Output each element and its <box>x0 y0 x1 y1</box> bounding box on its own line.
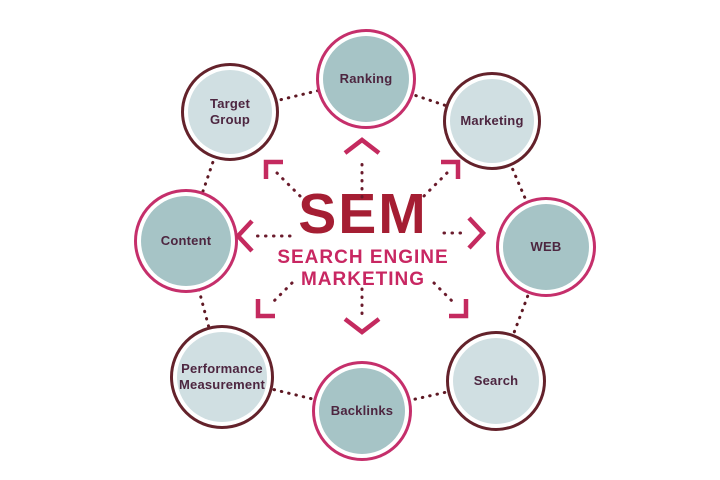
node-content-label: Content <box>161 233 212 249</box>
node-performance-fill <box>177 332 267 422</box>
node-performance-label-line1: Performance <box>181 360 263 376</box>
arrow-down-right-icon <box>432 281 469 319</box>
node-ranking-label: Ranking <box>340 71 393 87</box>
node-performance-measurement: Performance Measurement <box>170 325 274 429</box>
node-ranking-label-line1: Ranking <box>339 70 393 86</box>
node-backlinks: Backlinks <box>312 361 412 461</box>
node-target-group-label: Target Group <box>210 96 250 129</box>
node-marketing: Marketing <box>443 72 541 170</box>
subtitle-line2: MARKETING <box>300 268 426 290</box>
node-target-group-label-line1: Target <box>210 95 250 111</box>
arrow-up-icon <box>343 137 381 199</box>
node-backlinks-fill <box>319 368 405 454</box>
arrow-left-icon <box>234 219 292 253</box>
node-web-fill <box>503 204 589 290</box>
node-search: Search <box>446 331 546 431</box>
node-search-label-line1: Search <box>473 372 519 388</box>
node-web-label: WEB <box>531 239 562 255</box>
center-title-block: SEM SEARCH ENGINE MARKETING <box>277 186 448 291</box>
node-marketing-label: Marketing <box>460 113 523 129</box>
node-target-group-label-line2: Group <box>210 112 250 127</box>
arrow-down-icon <box>343 287 381 335</box>
node-marketing-label-line1: Marketing <box>460 112 524 128</box>
arrow-down-left-icon <box>255 281 294 319</box>
subtitle-line1: SEARCH ENGINE <box>277 247 449 268</box>
node-target-group: Target Group <box>181 63 279 161</box>
node-ranking-fill <box>323 36 409 122</box>
node-search-fill <box>453 338 539 424</box>
node-web-label-line1: WEB <box>530 238 562 254</box>
subtitle: SEARCH ENGINE MARKETING <box>277 247 448 291</box>
node-performance-label: Performance Measurement <box>179 361 265 394</box>
arrow-up-right-icon <box>422 159 461 198</box>
arrow-right-icon <box>442 216 487 250</box>
acronym-title: SEM <box>298 182 428 246</box>
node-marketing-fill <box>450 79 534 163</box>
node-backlinks-label: Backlinks <box>331 403 394 419</box>
node-content-label-line1: Content <box>160 232 212 248</box>
arrow-up-left-icon <box>263 159 302 198</box>
node-web: WEB <box>496 197 596 297</box>
node-search-label: Search <box>474 373 519 389</box>
node-target-group-fill <box>188 70 272 154</box>
node-content: Content <box>134 189 238 293</box>
node-performance-label-line2: Measurement <box>178 377 265 392</box>
node-backlinks-label-line1: Backlinks <box>330 402 394 418</box>
node-content-fill <box>141 196 231 286</box>
node-ranking: Ranking <box>316 29 416 129</box>
